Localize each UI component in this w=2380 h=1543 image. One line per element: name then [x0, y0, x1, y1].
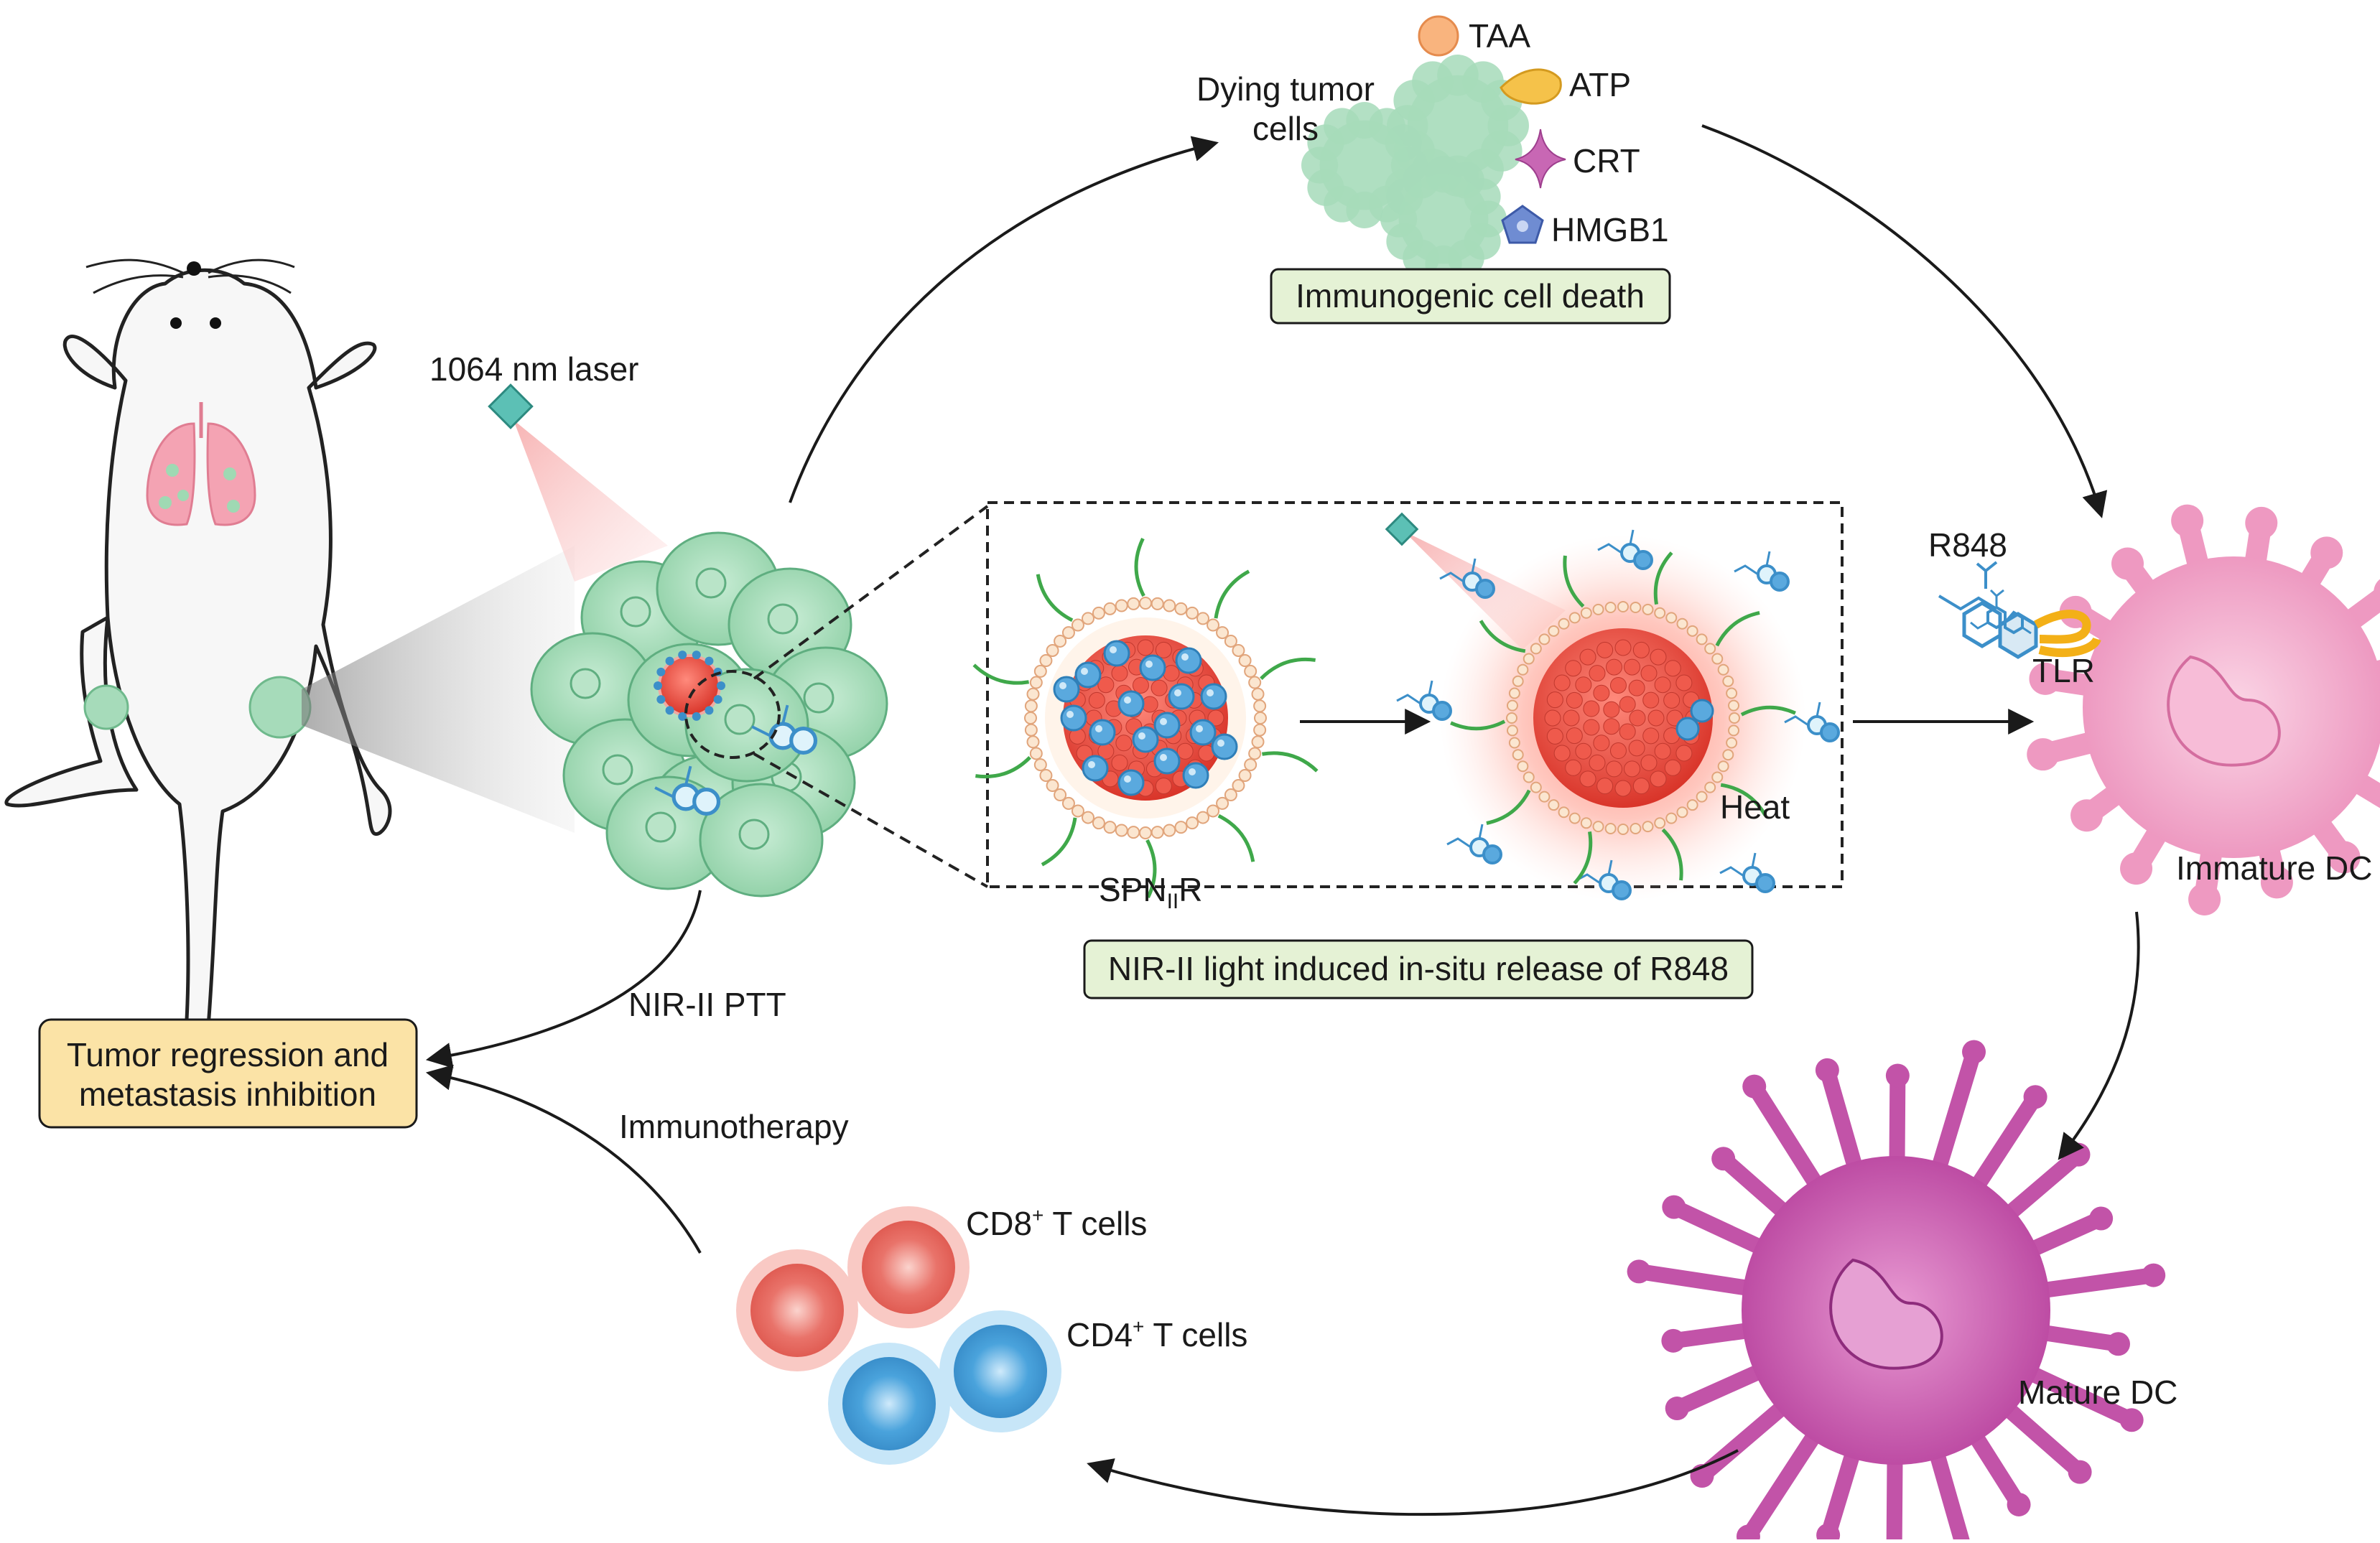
zoom-line-top	[753, 505, 989, 680]
r848-label: R848	[1928, 526, 2007, 564]
dying-label-line2: cells	[1252, 110, 1319, 147]
atp-label: ATP	[1569, 66, 1631, 103]
tumor-nanoparticle-core	[654, 651, 725, 721]
laser-label: 1064 nm laser	[429, 350, 639, 388]
immunotherapy-label: Immunotherapy	[619, 1108, 849, 1145]
cycle-arrows	[425, 124, 2140, 1516]
spn-nanoparticle	[972, 537, 1319, 899]
zoom-circle	[684, 670, 781, 759]
mouse-tumor-right	[248, 676, 312, 739]
spn-label: SPNIIR	[1099, 871, 1203, 913]
zoom-cone	[302, 546, 575, 833]
arrow-ptt-to-outcome	[425, 890, 702, 1068]
mouse-tumor-left	[83, 684, 129, 730]
r848-molecule	[751, 704, 818, 755]
taa-icon	[1418, 15, 1459, 57]
cd8-label: CD8+ T cells	[966, 1204, 1147, 1242]
arrow-mature-to-tcells	[1087, 1449, 1739, 1516]
atp-icon	[1500, 68, 1562, 105]
heated-nanoparticle	[1396, 529, 1840, 901]
cd4-t-cell-1	[828, 1343, 950, 1465]
outcome-line1: Tumor regression and	[67, 1036, 389, 1073]
heat-label: Heat	[1720, 788, 1790, 826]
release-box	[1083, 939, 1754, 999]
arrow-icd-to-dc	[1701, 124, 2108, 518]
inset-box	[986, 501, 1844, 888]
crt-icon	[1515, 129, 1566, 189]
zoom-line-bottom	[753, 752, 988, 888]
lungs-icon	[146, 402, 256, 526]
outcome-line2: metastasis inhibition	[79, 1076, 376, 1113]
crt-label: CRT	[1573, 142, 1640, 180]
ptt-label: NIR-II PTT	[628, 986, 786, 1023]
cd8-t-cell-2	[847, 1206, 970, 1328]
r848-molecule	[654, 765, 721, 816]
icd-box	[1270, 268, 1671, 325]
cd4-label: CD4+ T cells	[1066, 1315, 1247, 1353]
cd8-t-cell-1	[736, 1249, 858, 1371]
tlr-label: TLR	[2032, 652, 2095, 689]
outcome-box	[38, 1018, 418, 1129]
mature-dc-cell	[1627, 1040, 2166, 1543]
taa-label: TAA	[1469, 17, 1530, 55]
icd-box-text: Immunogenic cell death	[1296, 277, 1645, 314]
immature-dc-label: Immature DC	[2176, 849, 2372, 887]
laser-icon	[488, 383, 668, 582]
arrow-tumor-to-icd	[789, 136, 1219, 503]
tumor-cell-cluster	[530, 531, 888, 898]
hmgb1-label: HMGB1	[1551, 211, 1669, 248]
arrow-tcells-to-outcome	[425, 1064, 702, 1254]
r848-tlr-binding	[1938, 561, 2101, 659]
cd4-t-cell-2	[939, 1310, 1061, 1432]
dying-label-line1: Dying tumor	[1196, 70, 1375, 108]
mature-dc-label: Mature DC	[2018, 1374, 2177, 1411]
mouse-illustration	[4, 258, 392, 1050]
release-box-text: NIR-II light induced in-situ release of …	[1108, 950, 1729, 987]
arrow-immature-to-mature	[2058, 911, 2140, 1160]
hmgb1-icon	[1501, 205, 1544, 244]
tumor-cell	[699, 783, 824, 898]
immature-dc-cell	[2027, 504, 2380, 915]
